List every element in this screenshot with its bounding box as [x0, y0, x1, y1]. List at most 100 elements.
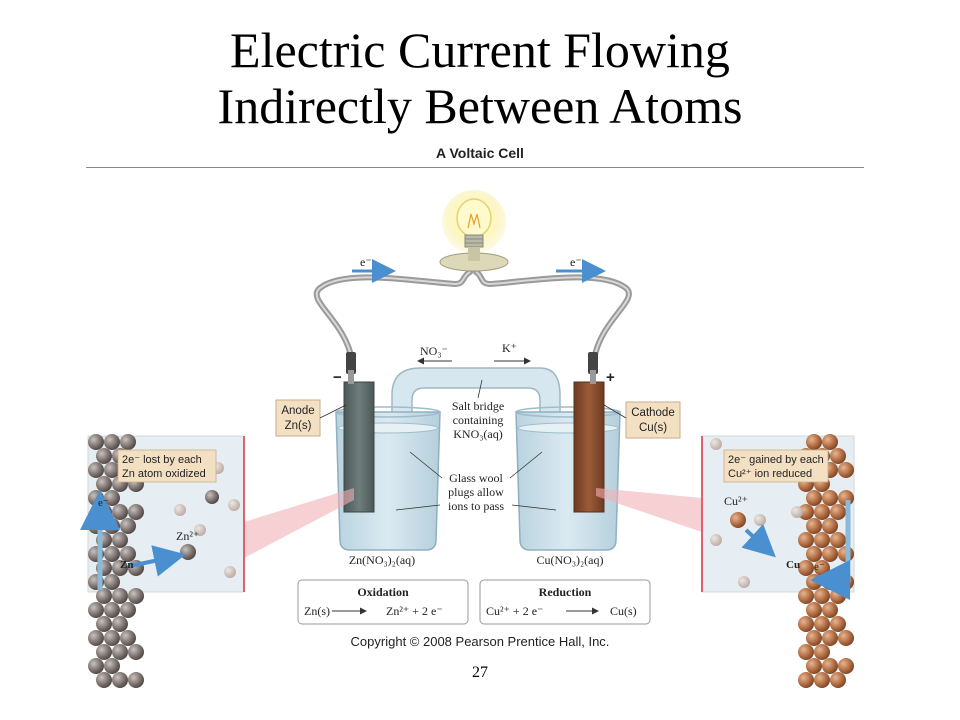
salt-bridge-label-line1: Salt bridge: [452, 399, 504, 413]
slide-title-line-2: Indirectly Between Atoms: [217, 78, 743, 134]
copper-lattice-atom: [806, 518, 822, 534]
cathode-clip-icon: [588, 352, 598, 384]
copper-lattice-atom: [830, 532, 846, 548]
cathode-label-box: [625, 401, 681, 439]
zinc-lattice-atom: [104, 546, 120, 562]
zinc-lattice-atom: [96, 616, 112, 632]
oxidation-title: Oxidation: [357, 585, 409, 599]
copper-lattice-atom: [822, 518, 838, 534]
zinc-lattice-atom: [112, 560, 128, 576]
copyright-notice: Copyright © 2008 Pearson Prentice Hall, …: [350, 634, 610, 649]
zinc-lattice-atom: [96, 644, 112, 660]
copper-lattice-atom: [798, 532, 814, 548]
glass-wool-leader-right: [509, 451, 543, 479]
right-inset-caption-line2: Cu²⁺ ion reduced: [728, 468, 812, 480]
copper-lattice-atom: [798, 616, 814, 632]
glass-wool-label-line1: Glass wool: [449, 471, 503, 485]
left-inset-caption-box: [117, 449, 217, 483]
slide-title-line-1: Electric Current Flowing: [230, 22, 730, 78]
copper-lattice-atom: [814, 672, 830, 688]
left-zoom-cone: [244, 488, 354, 558]
zinc-lattice-atom: [104, 658, 120, 674]
copper-lattice-atom: [798, 504, 814, 520]
zinc-lattice-atom: [104, 574, 120, 590]
copper-lattice-atom: [822, 434, 838, 450]
copper-lattice-atom: [822, 490, 838, 506]
zinc-lattice-atom: [128, 504, 144, 520]
oxidation-equation-box: [297, 579, 469, 625]
title-divider: [86, 167, 864, 168]
zinc-lattice-atom: [104, 518, 120, 534]
left-wire-highlight: [315, 271, 471, 361]
copper-lattice-atom: [830, 504, 846, 520]
copper-lattice-atom: [814, 616, 830, 632]
slide-title: Electric Current Flowing Indirectly Betw…: [0, 22, 960, 134]
glass-wool-leader-bottom-right: [511, 504, 557, 511]
zinc-lattice-atom: [104, 434, 120, 450]
anode-label-line2: Zn(s): [285, 420, 312, 432]
oxidation-eq-right: Zn²⁺ + 2 e⁻: [386, 604, 443, 618]
copper-lattice-atom: [838, 658, 854, 674]
glass-wool-leader-bottom-left: [395, 504, 441, 511]
zinc-lattice-atom: [112, 532, 128, 548]
glass-wool-label-line3: ions to pass: [448, 499, 504, 513]
reduction-equation-box: [479, 579, 651, 625]
left-inset-atom-label: Zn: [120, 559, 133, 571]
copper-lattice-atom: [822, 602, 838, 618]
anode-label-leader: [319, 404, 347, 419]
right-zoom-cone: [596, 488, 702, 532]
salt-bridge-label-line2: containing: [453, 413, 504, 427]
right-solution-label: Cu(NO₃)₂(aq): [536, 553, 603, 567]
cathode-label-leader: [603, 404, 627, 419]
left-inset-ion-label: Zn²⁺: [176, 529, 199, 543]
zinc-lattice-atom: [88, 462, 104, 478]
zinc-lattice-atom: [120, 602, 136, 618]
right-wire: [473, 269, 632, 363]
left-inset-electron-label: e⁻: [98, 497, 109, 509]
left-inset-caption-line1: 2e⁻ lost by each: [122, 454, 202, 466]
cathode-label-line1: Cathode: [631, 407, 674, 419]
zinc-lattice-atom: [112, 616, 128, 632]
salt-bridge-label-line3: KNO₃(aq): [453, 427, 503, 441]
copper-lattice-atom: [814, 504, 830, 520]
zinc-lattice-atom: [120, 546, 136, 562]
copper-lattice-atom: [830, 672, 846, 688]
copper-lattice-atom: [830, 616, 846, 632]
copper-lattice-atom: [838, 630, 854, 646]
zinc-lattice-atom: [104, 602, 120, 618]
anode-label-box: [275, 399, 321, 437]
zinc-lattice-atom: [104, 630, 120, 646]
copper-lattice-atom: [814, 644, 830, 660]
copper-lattice-atom: [830, 588, 846, 604]
reduction-eq-right: Cu(s): [610, 604, 637, 618]
anode-atomic-inset: [80, 434, 245, 688]
light-bulb-icon: [439, 190, 509, 272]
anode-sign: −: [333, 369, 342, 386]
copper-lattice-atom: [798, 588, 814, 604]
copper-lattice-atom: [806, 574, 822, 590]
copper-lattice-atom: [798, 644, 814, 660]
copper-lattice-atom: [806, 490, 822, 506]
copper-lattice-atom: [814, 588, 830, 604]
zinc-lattice-atom: [128, 672, 144, 688]
cathode-sign: +: [606, 369, 615, 386]
zinc-lattice-atom: [112, 588, 128, 604]
copper-lattice-atom: [822, 546, 838, 562]
zinc-lattice-atom: [96, 476, 112, 492]
copper-lattice-atom: [798, 672, 814, 688]
salt-bridge-leader: [477, 379, 483, 399]
zinc-lattice-atom: [128, 588, 144, 604]
copper-lattice-atom: [798, 560, 814, 576]
zinc-lattice-atom: [120, 630, 136, 646]
reduction-eq-left: Cu²⁺ + 2 e⁻: [486, 604, 543, 618]
zinc-lattice-atom: [88, 658, 104, 674]
anode-label-line1: Anode: [281, 405, 314, 417]
copper-lattice-atom: [822, 630, 838, 646]
zinc-lattice-atom: [96, 672, 112, 688]
copper-lattice-atom: [806, 658, 822, 674]
right-inset-electron-label: e⁻: [814, 561, 825, 573]
zinc-lattice-atom: [112, 504, 128, 520]
right-inset-atom-label: Cu: [786, 559, 800, 571]
copper-lattice-atom: [830, 448, 846, 464]
zinc-lattice-atom: [88, 434, 104, 450]
